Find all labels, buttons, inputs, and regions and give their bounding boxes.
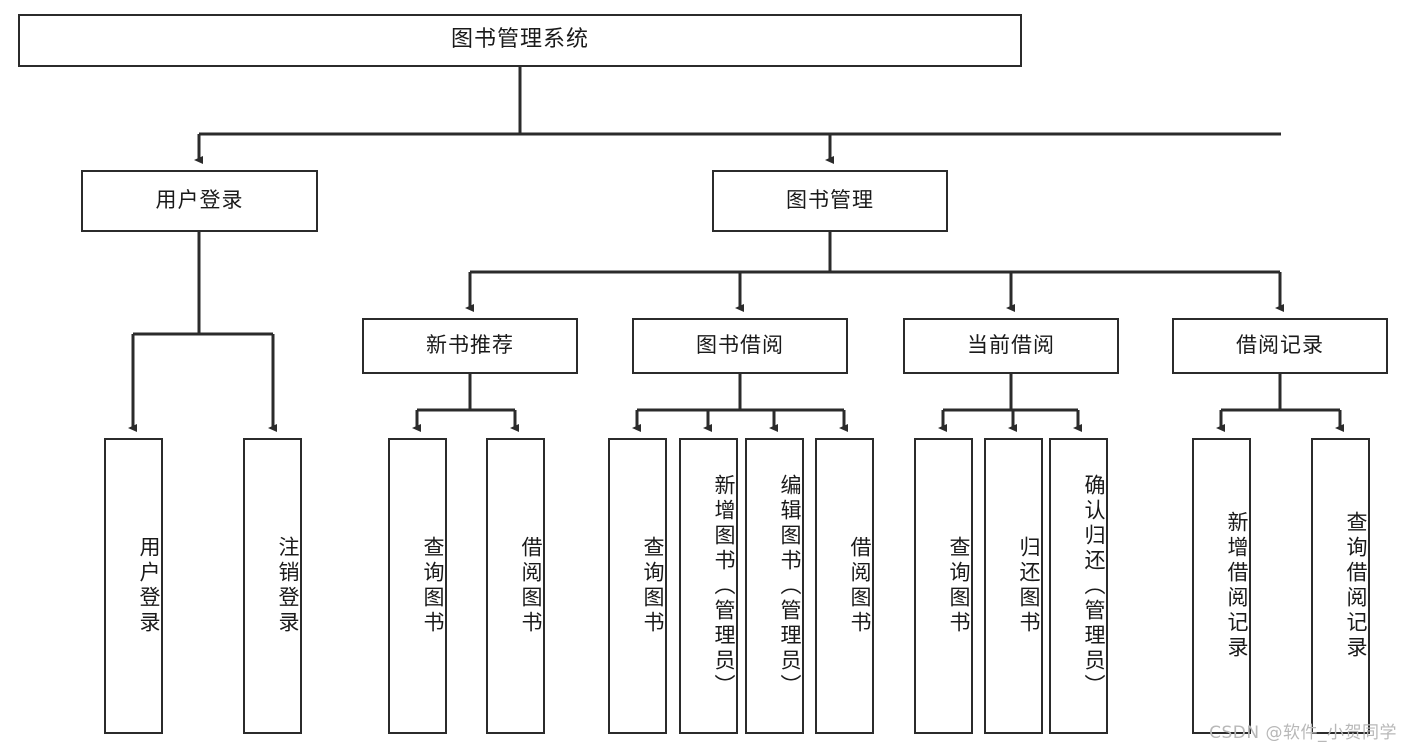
node-root[interactable]: 图书管理系统	[18, 14, 1022, 67]
node-leaf-add-book-label: 新增图书（管理员）	[712, 473, 736, 699]
node-new-book-rec[interactable]: 新书推荐	[362, 318, 578, 374]
node-leaf-add-record-label: 新增借阅记录	[1225, 511, 1249, 661]
node-leaf-query-record[interactable]: 查询借阅记录	[1311, 438, 1370, 734]
node-book-borrow[interactable]: 图书借阅	[632, 318, 848, 374]
node-leaf-return-book-label: 归还图书	[1017, 536, 1041, 636]
node-user-login-label: 用户登录	[155, 188, 244, 213]
node-book-manage[interactable]: 图书管理	[712, 170, 948, 232]
node-leaf-logout-label: 注销登录	[276, 536, 300, 636]
node-leaf-query-book-3[interactable]: 查询图书	[914, 438, 973, 734]
node-leaf-borrow-book-2-label: 借阅图书	[848, 536, 872, 636]
node-leaf-query-book-1-label: 查询图书	[421, 536, 445, 636]
node-leaf-query-book-3-label: 查询图书	[947, 536, 971, 636]
node-root-label: 图书管理系统	[450, 27, 589, 53]
node-book-manage-label: 图书管理	[786, 188, 874, 213]
node-leaf-query-record-label: 查询借阅记录	[1344, 511, 1368, 661]
node-leaf-user-login[interactable]: 用户登录	[104, 438, 163, 734]
node-leaf-confirm-return[interactable]: 确认归还（管理员）	[1049, 438, 1108, 734]
node-leaf-edit-book[interactable]: 编辑图书（管理员）	[745, 438, 804, 734]
node-leaf-edit-book-label: 编辑图书（管理员）	[778, 473, 802, 699]
node-leaf-add-record[interactable]: 新增借阅记录	[1192, 438, 1251, 734]
node-borrow-record-label: 借阅记录	[1236, 333, 1324, 358]
node-current-borrow[interactable]: 当前借阅	[903, 318, 1119, 374]
node-leaf-confirm-return-label: 确认归还（管理员）	[1082, 473, 1106, 699]
node-leaf-query-book-2[interactable]: 查询图书	[608, 438, 667, 734]
node-new-book-rec-label: 新书推荐	[426, 333, 514, 358]
node-current-borrow-label: 当前借阅	[967, 333, 1055, 358]
csdn-watermark: CSDN @软件_小贺同学	[1209, 723, 1397, 743]
node-leaf-add-book[interactable]: 新增图书（管理员）	[679, 438, 738, 734]
node-leaf-query-book-1[interactable]: 查询图书	[388, 438, 447, 734]
node-leaf-logout[interactable]: 注销登录	[243, 438, 302, 734]
node-leaf-query-book-2-label: 查询图书	[641, 536, 665, 636]
node-borrow-record[interactable]: 借阅记录	[1172, 318, 1388, 374]
node-leaf-return-book[interactable]: 归还图书	[984, 438, 1043, 734]
node-leaf-borrow-book-2[interactable]: 借阅图书	[815, 438, 874, 734]
node-book-borrow-label: 图书借阅	[696, 333, 784, 358]
node-leaf-user-login-label: 用户登录	[137, 536, 161, 636]
node-leaf-borrow-book-1[interactable]: 借阅图书	[486, 438, 545, 734]
node-user-login[interactable]: 用户登录	[81, 170, 318, 232]
node-leaf-borrow-book-1-label: 借阅图书	[519, 536, 543, 636]
